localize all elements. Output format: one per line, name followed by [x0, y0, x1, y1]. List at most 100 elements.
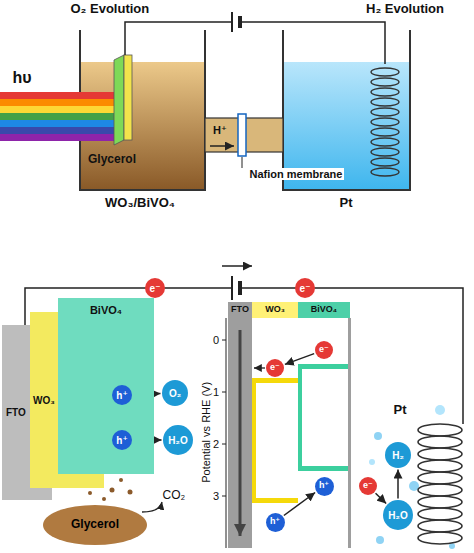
tick-label: 3 [213, 490, 219, 503]
beam-orange [0, 99, 118, 106]
axis-title: Potential vs RHE (V) [200, 381, 213, 482]
coil-winding [371, 148, 399, 156]
coil-winding [371, 78, 399, 86]
oxidation-arrow [142, 502, 162, 512]
photoanode-edge [124, 55, 132, 140]
wire [125, 22, 232, 55]
coil-winding [418, 484, 462, 496]
node-text: e⁻ [150, 283, 161, 294]
node-text: e⁻ [300, 283, 311, 294]
node-text: h⁺ [116, 435, 127, 446]
current-arrow [222, 265, 252, 267]
pt-coil [371, 68, 399, 176]
axis-tick [222, 444, 226, 445]
wo3-conduction-band [252, 378, 298, 383]
electron: e⁻ [295, 278, 315, 298]
bivo4-conduction-band [298, 364, 350, 369]
glycerol-blob: Glycerol [43, 505, 147, 545]
coil-winding [371, 88, 399, 96]
electron: e⁻ [145, 278, 165, 298]
wire [240, 288, 463, 424]
electrode-label: Pt [340, 196, 353, 211]
reaction-arrow [285, 354, 314, 365]
tick-label: 2 [213, 438, 219, 451]
pt-coil [418, 424, 462, 544]
beam-green [0, 113, 118, 120]
node-text: BiVO₄ [311, 305, 337, 315]
electrode-label: WO₃/BiVO₄ [105, 196, 175, 211]
nafion-membrane [238, 114, 246, 156]
coil-winding [371, 68, 399, 76]
coil-winding [371, 158, 399, 166]
battery-plate [238, 281, 242, 295]
product-label: CO₂ [163, 489, 186, 503]
node-text: O₂ [169, 388, 181, 399]
coil-winding [371, 108, 399, 116]
reaction-arrow [376, 493, 387, 503]
particle [128, 490, 133, 495]
oxygen-molecule: O₂ [162, 380, 188, 406]
band-header: BiVO₄ [298, 302, 350, 318]
wo3-band-edge [252, 378, 256, 503]
process-title: O₂ Evolution [71, 2, 150, 17]
particle [119, 478, 123, 482]
bivo4-valence-band [298, 466, 350, 471]
beam-yellow [0, 106, 118, 113]
hole: h⁺ [112, 385, 132, 405]
bivo4-band-edge [298, 364, 302, 471]
proton-arrow [210, 145, 234, 147]
reaction-arrow [397, 470, 399, 499]
node-text: Glycerol [71, 518, 119, 531]
light-beam [0, 92, 118, 141]
process-title: H₂ Evolution [366, 2, 444, 17]
coil-winding [371, 118, 399, 126]
membrane-label: Nafion membrane [248, 168, 345, 181]
bubble [374, 432, 382, 440]
coil-winding [371, 168, 399, 176]
coil-winding [418, 436, 462, 448]
coil-winding [418, 532, 462, 544]
cathode-beaker [283, 30, 410, 190]
node-text: H₂ [392, 450, 404, 461]
electron-transfer-arrow [254, 367, 265, 368]
axis-tick [222, 392, 226, 393]
battery-plate [238, 16, 242, 28]
water-molecule: H₂O [163, 425, 193, 455]
hole: h⁺ [112, 430, 132, 450]
coil-winding [418, 448, 462, 460]
node-text: e⁻ [319, 345, 329, 355]
ion-label: H⁺ [213, 124, 227, 137]
hole: h⁺ [266, 513, 285, 532]
coil-winding [371, 128, 399, 136]
bubble [369, 459, 375, 465]
particle [102, 497, 106, 501]
hydrogen-bubbles [369, 405, 455, 549]
node-text: WO₃ [33, 395, 55, 406]
tick-label: 0 [213, 334, 219, 347]
axis-tick [222, 340, 226, 341]
node-text: WO₃ [265, 305, 285, 315]
coil-winding [418, 496, 462, 508]
band-header: FTO [228, 302, 252, 318]
coil-winding [371, 138, 399, 146]
photoanode-face [114, 55, 124, 145]
coil-winding [418, 424, 462, 436]
node-text: BiVO₄ [90, 304, 122, 316]
beam-indigo [0, 127, 118, 134]
electrode-label: Pt [394, 403, 407, 418]
coil-winding [371, 98, 399, 106]
coil-winding [418, 520, 462, 532]
coil-winding [418, 472, 462, 484]
node-text: H₂O [168, 435, 187, 446]
node-text: h⁺ [270, 517, 280, 527]
particle [110, 488, 115, 493]
beam-red [0, 92, 118, 99]
axis-tick [222, 496, 226, 497]
node-text: e⁻ [363, 481, 373, 491]
wire [240, 22, 385, 64]
node-text: FTO [231, 305, 249, 315]
hole: h⁺ [315, 477, 334, 496]
battery-plate [231, 276, 233, 300]
particle [88, 491, 92, 495]
